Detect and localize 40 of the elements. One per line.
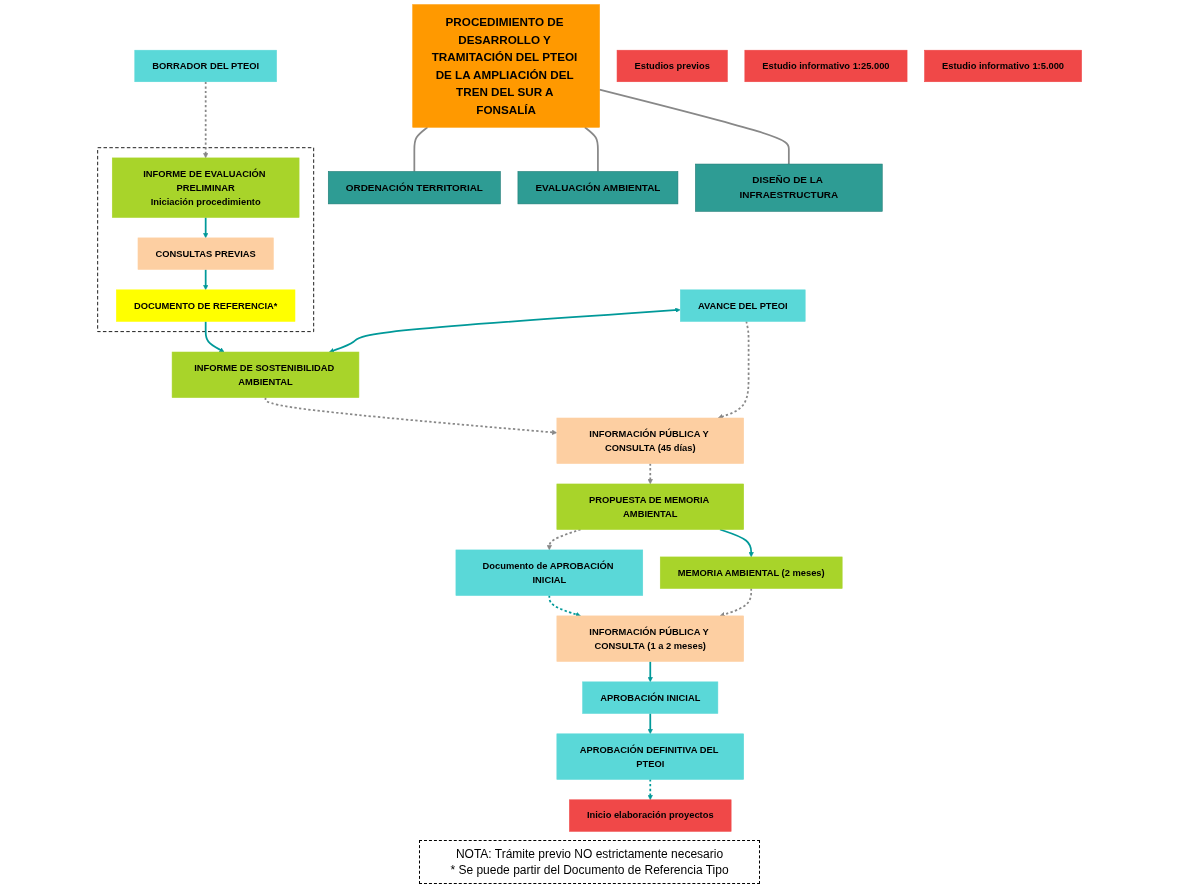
arrow <box>548 594 581 617</box>
arrow <box>647 462 653 485</box>
node-box: AVANCE DEL PTEOI <box>679 289 806 322</box>
node-box: Estudio informativo 1:25.000 <box>744 49 908 83</box>
arrow <box>329 307 681 353</box>
node-box: APROBACIÓN INICIAL <box>582 681 719 714</box>
arrow <box>717 320 750 419</box>
node-box: PROPUESTA DE MEMORIA AMBIENTAL <box>556 483 744 530</box>
node-box: INFORMACIÓN PÚBLICA Y CONSULTA (45 días) <box>556 417 744 464</box>
node-box: Estudio informativo 1:5.000 <box>924 49 1082 83</box>
node-box: ORDENACIÓN TERRITORIAL <box>327 171 501 205</box>
node-box: Inicio elaboración proyectos <box>569 799 732 832</box>
arrow <box>647 778 653 801</box>
arrow <box>203 268 209 291</box>
arrow <box>719 587 752 617</box>
node-box: MEMORIA AMBIENTAL (2 meses) <box>659 556 843 589</box>
node-box: Documento de APROBACIÓN INICIAL <box>455 549 643 596</box>
node-box: INFORMACIÓN PÚBLICA Y CONSULTA (1 a 2 meses) <box>556 615 744 662</box>
arrow <box>204 320 225 353</box>
node-box: DISEÑO DE LA INFRAESTRUCTURA <box>695 163 883 212</box>
connector <box>583 126 599 173</box>
connector <box>413 126 429 173</box>
node-box: CONSULTAS PREVIAS <box>137 237 274 270</box>
node-box: INFORME DE EVALUACIÓN PRELIMINAR Iniciación procedimiento <box>111 157 300 218</box>
arrow <box>647 660 653 683</box>
node-box: INFORME DE SOSTENIBILIDAD AMBIENTAL <box>171 351 360 398</box>
note-text: * Se puede partir del Documento de Referencia Tipo <box>450 863 729 877</box>
arrow <box>203 216 209 239</box>
node-box: BORRADOR DEL PTEOI <box>134 49 277 83</box>
arrow <box>203 80 209 159</box>
node-box: Estudios previos <box>616 49 728 83</box>
arrow <box>647 712 653 735</box>
connector <box>598 88 790 165</box>
note-text: NOTA: Trámite previo NO estrictamente necesario <box>454 847 725 861</box>
arrow <box>264 396 557 435</box>
node-box: DOCUMENTO DE REFERENCIA* <box>115 289 296 322</box>
node-box: PROCEDIMIENTO DE DESARROLLO Y TRAMITACIÓN DEL PTEOI DE LA AMPLIACIÓN DEL TREN DEL SUR A FONSALÍA <box>412 4 600 128</box>
node-box: EVALUACIÓN AMBIENTAL <box>517 171 679 205</box>
cluster <box>97 147 314 333</box>
node-box: APROBACIÓN DEFINITIVA DEL PTEOI <box>556 733 744 780</box>
